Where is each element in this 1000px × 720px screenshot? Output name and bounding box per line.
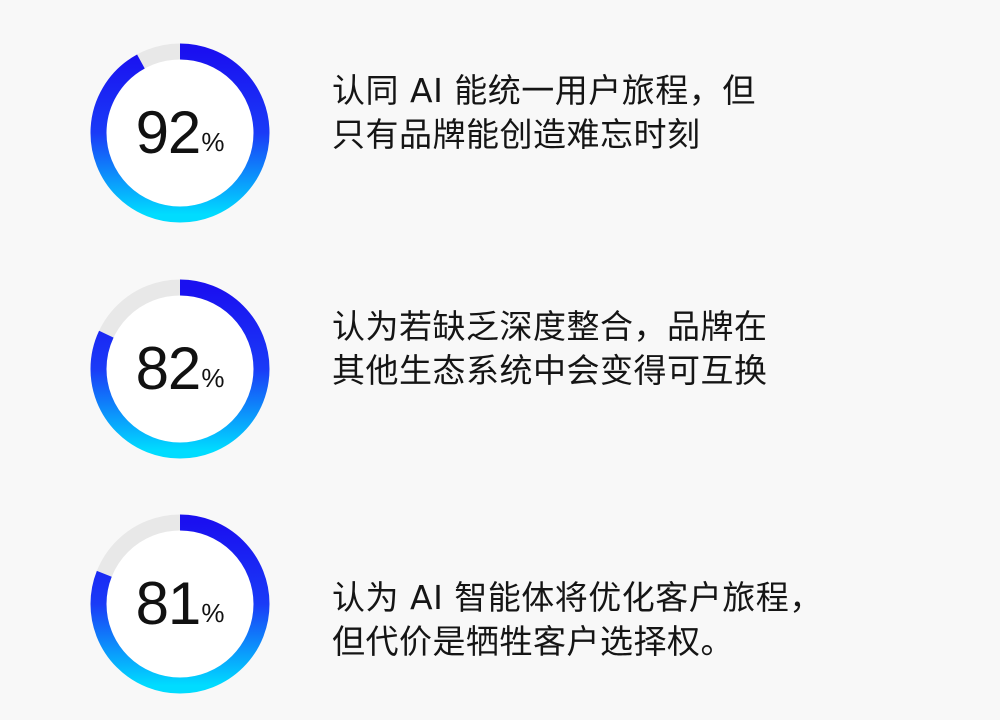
stat-description: 认为 AI 智能体将优化客户旅程， 但代价是牺牲客户选择权。	[332, 576, 823, 664]
donut-ring-icon	[90, 514, 270, 694]
percent-value: 92%	[90, 43, 270, 223]
stat-item-2: 82% 认为若缺乏深度整合，品牌在 其他生态系统中会变得可互换	[0, 279, 1000, 479]
description-line: 其他生态系统中会变得可互换	[332, 351, 768, 390]
description-line: 认为若缺乏深度整合，品牌在	[332, 307, 768, 346]
percent-value: 81%	[90, 514, 270, 694]
description-line: 但代价是牺牲客户选择权。	[332, 622, 734, 661]
percent-value: 82%	[90, 279, 270, 459]
description-line: 认同 AI 能统一用户旅程，但	[332, 71, 756, 110]
percent-number: 81	[135, 570, 202, 637]
percent-number: 92	[135, 99, 202, 166]
percent-sign: %	[201, 598, 225, 628]
stat-description: 认为若缺乏深度整合，品牌在 其他生态系统中会变得可互换	[332, 305, 768, 393]
stat-item-3: 81% 认为 AI 智能体将优化客户旅程， 但代价是牺牲客户选择权。	[0, 514, 1000, 714]
donut-ring-icon	[90, 279, 270, 459]
progress-ring-3: 81%	[90, 514, 270, 694]
description-line: 认为 AI 智能体将优化客户旅程，	[332, 578, 823, 617]
donut-ring-icon	[90, 43, 270, 223]
description-line: 只有品牌能创造难忘时刻	[332, 115, 701, 154]
percent-sign: %	[201, 363, 225, 393]
percent-number: 82	[135, 335, 202, 402]
progress-ring-2: 82%	[90, 279, 270, 459]
stat-item-1: 92% 认同 AI 能统一用户旅程，但 只有品牌能创造难忘时刻	[0, 43, 1000, 243]
percent-sign: %	[201, 127, 225, 157]
stat-description: 认同 AI 能统一用户旅程，但 只有品牌能创造难忘时刻	[332, 69, 756, 157]
progress-ring-1: 92%	[90, 43, 270, 223]
